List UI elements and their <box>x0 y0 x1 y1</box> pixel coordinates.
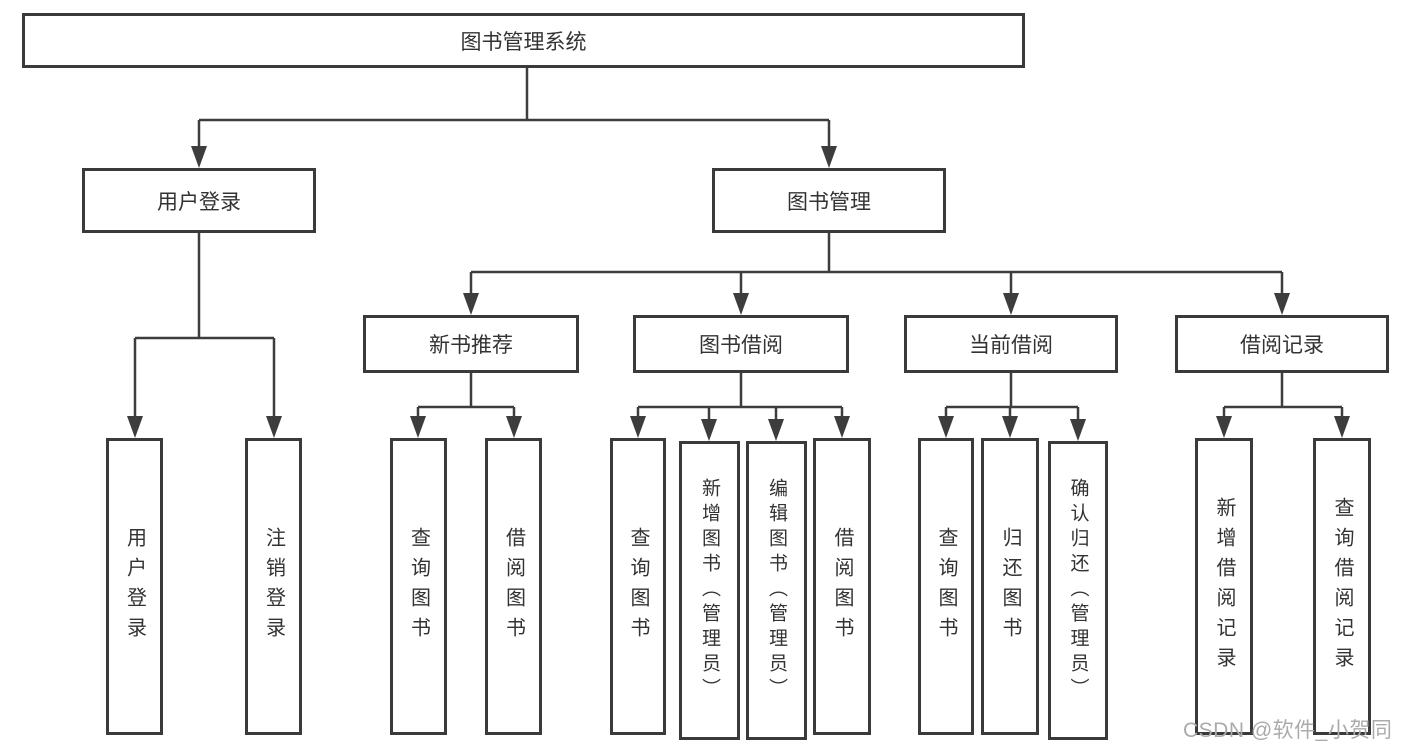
watermark: CSDN @软件_小贺同学 <box>1183 719 1393 742</box>
arrow-down-icon <box>191 146 207 168</box>
arrow-down-icon <box>768 419 784 441</box>
node-new-book-recommend: 新书推荐 <box>363 315 579 373</box>
leaf-edit-books-admin: 编辑图书（管理员） <box>746 441 807 740</box>
arrow-down-icon <box>127 416 143 438</box>
node-book-management: 图书管理 <box>712 168 946 233</box>
leaf-query-books-current: 查询图书 <box>918 438 974 735</box>
arrow-down-icon <box>630 416 646 438</box>
leaf-borrow-books: 借阅图书 <box>813 438 871 735</box>
arrow-down-icon <box>1002 416 1018 438</box>
node-borrow-records: 借阅记录 <box>1175 315 1389 373</box>
node-user-login: 用户登录 <box>82 168 316 233</box>
node-book-borrow: 图书借阅 <box>633 315 849 373</box>
arrow-down-icon <box>266 416 282 438</box>
arrow-down-icon <box>733 293 749 315</box>
arrow-down-icon <box>1334 416 1350 438</box>
leaf-confirm-return-admin: 确认归还（管理员） <box>1048 441 1108 740</box>
arrow-down-icon <box>834 416 850 438</box>
arrow-down-icon <box>938 416 954 438</box>
leaf-query-books-borrow: 查询图书 <box>610 438 666 735</box>
arrow-down-icon <box>701 419 717 441</box>
node-current-borrow: 当前借阅 <box>904 315 1118 373</box>
leaf-query-borrow-record: 查询借阅记录 <box>1313 438 1371 735</box>
arrow-down-icon <box>463 293 479 315</box>
leaf-add-books-admin: 新增图书（管理员） <box>679 441 740 740</box>
node-library-management-system: 图书管理系统 <box>22 13 1025 68</box>
leaf-user-login: 用户登录 <box>106 438 163 735</box>
leaf-return-books: 归还图书 <box>981 438 1039 735</box>
leaf-add-borrow-record: 新增借阅记录 <box>1195 438 1253 735</box>
arrow-down-icon <box>821 146 837 168</box>
leaf-borrow-books-recommend: 借阅图书 <box>485 438 542 735</box>
leaf-query-books-recommend: 查询图书 <box>390 438 447 735</box>
arrow-down-icon <box>410 416 426 438</box>
arrow-down-icon <box>1070 419 1086 441</box>
leaf-logout: 注销登录 <box>245 438 302 735</box>
arrow-down-icon <box>1216 416 1232 438</box>
arrow-down-icon <box>506 416 522 438</box>
arrow-down-icon <box>1274 293 1290 315</box>
arrow-down-icon <box>1003 293 1019 315</box>
